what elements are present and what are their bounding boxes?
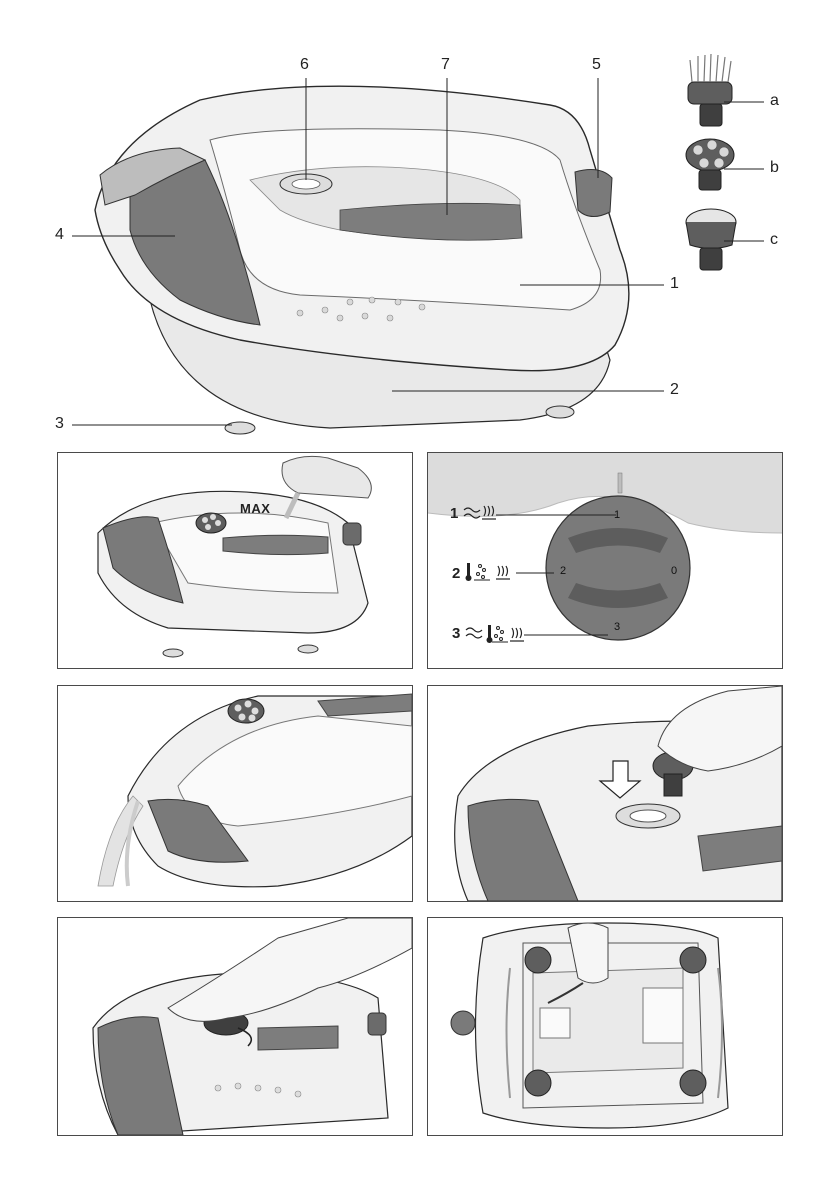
foot-spa-illustration — [0, 0, 840, 445]
max-fill-label: MAX — [240, 501, 270, 516]
callout-b: b — [770, 159, 779, 177]
empty-water-illustration — [58, 686, 412, 901]
dial-mark-2: 2 — [560, 565, 566, 577]
main-figure: 6 7 5 4 1 2 3 a b c — [0, 0, 840, 445]
panel-dial-settings: 1 2 3 1 2 0 3 — [427, 452, 783, 669]
fill-water-illustration — [58, 453, 412, 668]
bubbles-icon — [474, 565, 490, 581]
callout-a: a — [770, 92, 779, 110]
panel-empty-water — [57, 685, 413, 902]
callout-3: 3 — [55, 415, 64, 433]
panel-attach-accessory — [427, 685, 783, 902]
setting-3-number: 3 — [452, 625, 460, 642]
press-accessory-illustration — [58, 918, 412, 1135]
callout-1: 1 — [670, 275, 679, 293]
thermometer-icon — [466, 563, 472, 581]
attach-accessory-illustration — [428, 686, 782, 901]
panel-fill-water: MAX — [57, 452, 413, 669]
thermometer-icon — [487, 625, 493, 643]
panel-press-accessory — [57, 917, 413, 1136]
callout-6: 6 — [300, 56, 309, 74]
cord-storage-illustration — [428, 918, 782, 1135]
heat-icon — [496, 566, 510, 579]
callout-5: 5 — [592, 56, 601, 74]
callout-4: 4 — [55, 226, 64, 244]
callout-c: c — [770, 231, 778, 249]
dial-mark-0: 0 — [671, 565, 677, 577]
callout-7: 7 — [441, 56, 450, 74]
vibration-icon — [466, 628, 482, 638]
dial-mark-1: 1 — [614, 509, 620, 521]
setting-1-number: 1 — [450, 505, 458, 522]
dial-illustration — [428, 453, 782, 668]
dial-mark-3: 3 — [614, 621, 620, 633]
bubbles-icon — [492, 627, 508, 643]
panel-cord-storage — [427, 917, 783, 1136]
callout-2: 2 — [670, 381, 679, 399]
heat-icon — [510, 628, 524, 641]
setting-2-number: 2 — [452, 565, 460, 582]
